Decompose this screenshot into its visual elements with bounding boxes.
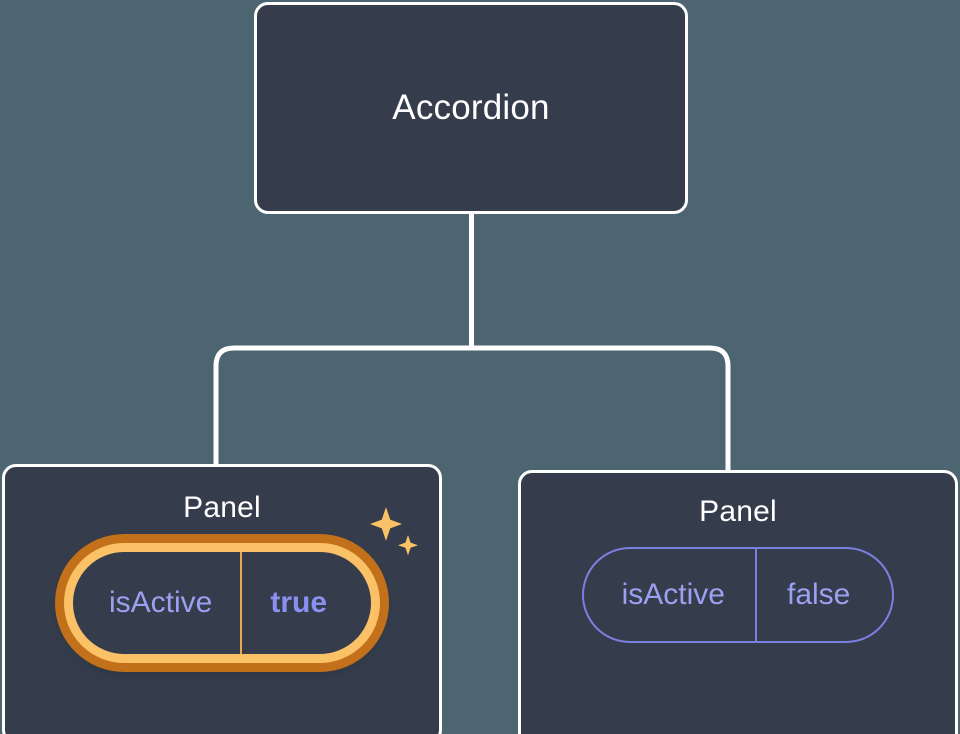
node-panel-active[interactable]: Panel isActive true bbox=[2, 464, 442, 734]
node-accordion[interactable]: Accordion bbox=[254, 2, 688, 214]
prop-pill-isactive-true[interactable]: isActive true bbox=[63, 543, 381, 663]
node-panel-inactive[interactable]: Panel isActive false bbox=[518, 470, 958, 734]
node-panel-inactive-title: Panel bbox=[699, 495, 777, 528]
prop-key: isActive bbox=[621, 578, 725, 611]
prop-value: false bbox=[754, 549, 892, 641]
prop-pill-wrapper-inactive: isActive false bbox=[581, 547, 895, 643]
prop-pill-isactive-false[interactable]: isActive false bbox=[581, 547, 895, 643]
prop-value: true bbox=[240, 552, 371, 654]
connector-branch bbox=[213, 345, 731, 470]
node-panel-active-title: Panel bbox=[183, 491, 261, 524]
node-accordion-title: Accordion bbox=[392, 88, 550, 127]
prop-pill-wrapper-active: isActive true bbox=[63, 507, 419, 663]
prop-key: isActive bbox=[108, 586, 213, 619]
sparkles-icon bbox=[370, 507, 419, 556]
